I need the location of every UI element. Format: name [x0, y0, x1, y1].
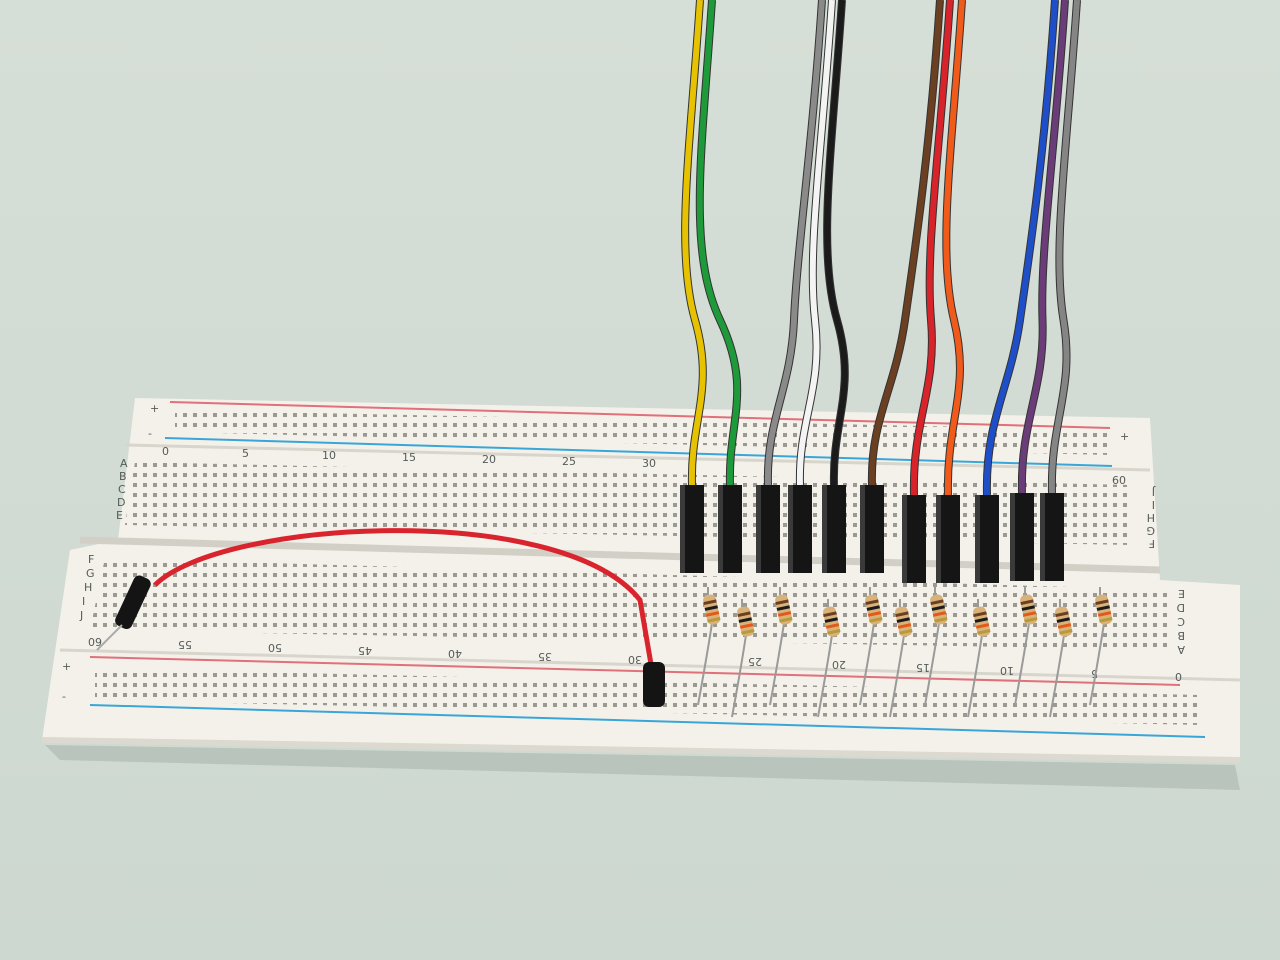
row-letter: D — [117, 496, 125, 509]
resistor — [967, 599, 991, 718]
column-number: 15 — [916, 661, 930, 674]
board-seam — [124, 443, 1151, 472]
bottom-red-rail-line — [89, 656, 1181, 686]
row-letter: H — [1147, 511, 1155, 524]
column-number: 50 — [268, 641, 282, 654]
dupont-wire — [680, 0, 707, 573]
column-number: 20 — [832, 658, 846, 671]
column-number: 45 — [358, 644, 372, 657]
column-number: 0 — [1175, 670, 1182, 683]
rail-sign: - — [62, 690, 66, 703]
dupont-wire — [695, 0, 742, 573]
column-number: 55 — [178, 638, 192, 651]
column-number: 0 — [162, 445, 169, 458]
row-letter: F — [1149, 537, 1155, 550]
row-letter: J — [1152, 485, 1156, 498]
row-letter: E — [1178, 587, 1185, 600]
row-letter: G — [1146, 524, 1155, 537]
resistor — [889, 599, 913, 718]
dupont-wire — [902, 0, 954, 583]
row-letter: F — [88, 553, 94, 566]
resistor — [769, 587, 793, 706]
row-letter: A — [1177, 643, 1185, 656]
resistor — [1014, 587, 1038, 706]
resistor — [924, 587, 948, 706]
rail-sign: + — [150, 402, 159, 415]
resistor — [817, 599, 841, 718]
column-number: 5 — [1091, 667, 1098, 680]
resistor — [859, 587, 883, 706]
column-number: 60 — [1112, 474, 1126, 487]
row-letter: B — [1177, 629, 1185, 642]
row-letter: C — [1177, 615, 1185, 628]
resistor — [1049, 599, 1073, 718]
column-number: 25 — [748, 655, 762, 668]
row-letter: A — [120, 457, 128, 470]
dupont-wire — [1010, 0, 1069, 581]
column-number: 60 — [88, 635, 102, 648]
column-number: 20 — [482, 453, 496, 466]
dupont-wire — [860, 0, 944, 573]
row-letter: C — [118, 483, 126, 496]
row-letter: D — [1177, 601, 1185, 614]
dupont-wire — [936, 0, 966, 583]
row-letter: H — [84, 581, 92, 594]
dupont-wire — [756, 0, 826, 573]
column-number: 35 — [538, 650, 552, 663]
rail-sign: + — [1120, 430, 1129, 443]
board-edge — [41, 737, 1241, 763]
resistor — [731, 599, 755, 718]
rail-sign: - — [148, 427, 152, 440]
dupont-wire — [788, 0, 836, 573]
row-letter: I — [1152, 498, 1155, 511]
rail-sign: + — [62, 660, 71, 673]
column-number: 40 — [448, 647, 462, 660]
column-number: 15 — [402, 451, 416, 464]
dupont-wire — [1040, 0, 1081, 581]
resistor — [1089, 587, 1113, 706]
row-letter: B — [119, 470, 127, 483]
column-number: 10 — [322, 449, 336, 462]
column-number: 5 — [242, 447, 249, 460]
board-shadow — [45, 745, 1240, 790]
column-number: 25 — [562, 455, 576, 468]
column-number: 30 — [628, 653, 642, 666]
row-letter: G — [86, 567, 95, 580]
row-letter: E — [116, 509, 123, 522]
top-blue-rail-line — [164, 437, 1113, 467]
column-number: 30 — [642, 457, 656, 470]
resistor — [697, 587, 721, 706]
jumper-wire — [96, 528, 665, 707]
column-number: 10 — [1000, 664, 1014, 677]
dupont-wire — [975, 0, 1059, 583]
dupont-wire — [822, 0, 849, 573]
row-letter: I — [82, 595, 85, 608]
row-letter: J — [79, 609, 83, 622]
bottom-blue-rail-line — [89, 704, 1206, 738]
